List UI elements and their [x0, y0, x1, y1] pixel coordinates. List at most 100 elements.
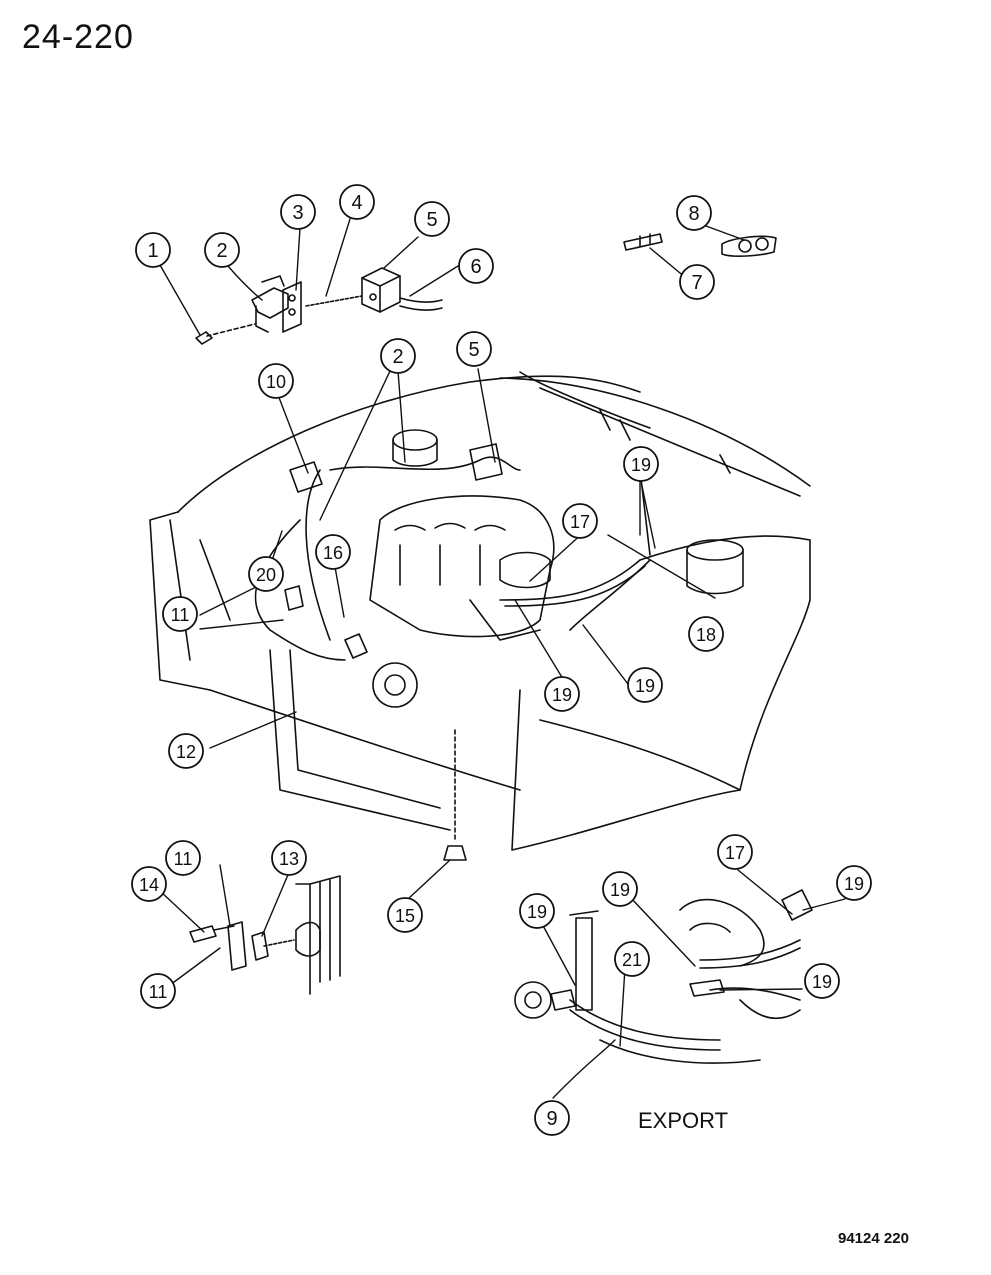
callout-19: 19 [544, 676, 580, 712]
callout-circle [614, 941, 650, 977]
callout-circle [688, 616, 724, 652]
callout-17: 17 [562, 503, 598, 539]
callout-2: 2 [380, 338, 416, 374]
callout-4: 4 [339, 184, 375, 220]
callout-circle [165, 840, 201, 876]
callout-circle [380, 338, 416, 374]
callout-number: 21 [622, 950, 642, 970]
exploded-bracket-group [195, 267, 443, 345]
callout-7: 7 [679, 264, 715, 300]
callout-19: 19 [836, 865, 872, 901]
callout-18: 18 [688, 616, 724, 652]
callout-circle [456, 331, 492, 367]
callout-11: 11 [165, 840, 201, 876]
callout-number: 13 [279, 849, 299, 869]
callout-number: 16 [323, 543, 343, 563]
callout-number: 18 [696, 625, 716, 645]
callout-circle [271, 840, 307, 876]
callout-circle [204, 232, 240, 268]
callout-21: 21 [614, 941, 650, 977]
callout-11: 11 [140, 973, 176, 1009]
callout-circle [562, 503, 598, 539]
page-number: 24-220 [22, 18, 134, 56]
callout-16: 16 [315, 534, 351, 570]
callout-9: 9 [534, 1100, 570, 1136]
engine-bay-illustration [149, 371, 811, 861]
callout-circle [623, 446, 659, 482]
callout-number: 19 [527, 902, 547, 922]
callout-circle [387, 897, 423, 933]
callout-circle [248, 556, 284, 592]
callout-17: 17 [717, 834, 753, 870]
callout-circle [627, 667, 663, 703]
callout-circle [414, 201, 450, 237]
callout-number: 2 [392, 346, 403, 368]
callout-2: 2 [204, 232, 240, 268]
callout-number: 11 [171, 605, 190, 625]
callout-1: 1 [135, 232, 171, 268]
callout-15: 15 [387, 897, 423, 933]
callout-circle [135, 232, 171, 268]
callout-13: 13 [271, 840, 307, 876]
callout-6: 6 [458, 248, 494, 284]
callout-number: 5 [468, 339, 479, 361]
callout-circle [131, 866, 167, 902]
callout-19: 19 [602, 871, 638, 907]
callout-circle [162, 596, 198, 632]
drawing-id: 94124 220 [838, 1230, 909, 1247]
callout-circle [458, 248, 494, 284]
callout-circle [140, 973, 176, 1009]
callout-number: 4 [351, 192, 362, 214]
callout-12: 12 [168, 733, 204, 769]
callout-circle [534, 1100, 570, 1136]
callout-circle [168, 733, 204, 769]
callout-number: 7 [691, 272, 702, 294]
callout-number: 14 [139, 875, 159, 895]
callout-number: 19 [631, 455, 651, 475]
callout-number: 17 [725, 843, 745, 863]
callout-circle [315, 534, 351, 570]
callout-number: 2 [216, 240, 227, 262]
callout-number: 19 [844, 874, 864, 894]
callout-number: 12 [176, 742, 196, 762]
callout-circle [836, 865, 872, 901]
callout-19: 19 [519, 893, 555, 929]
callout-14: 14 [131, 866, 167, 902]
callout-circle [676, 195, 712, 231]
callout-11: 11 [162, 596, 198, 632]
callout-5: 5 [456, 331, 492, 367]
callout-circle [717, 834, 753, 870]
callout-number: 17 [570, 512, 590, 532]
callout-number: 19 [610, 880, 630, 900]
callout-19: 19 [804, 963, 840, 999]
callout-circle [519, 893, 555, 929]
callout-circle [804, 963, 840, 999]
callout-circle [602, 871, 638, 907]
callout-number: 19 [635, 676, 655, 696]
callout-number: 11 [149, 982, 168, 1002]
callout-number: 19 [812, 972, 832, 992]
callout-circle [679, 264, 715, 300]
callout-10: 10 [258, 363, 294, 399]
callout-19: 19 [627, 667, 663, 703]
callout-number: 6 [470, 256, 481, 278]
callout-number: 3 [292, 202, 303, 224]
callout-number: 8 [688, 203, 699, 225]
callout-circle [258, 363, 294, 399]
callout-number: 5 [426, 209, 437, 231]
callout-5: 5 [414, 201, 450, 237]
callout-number: 10 [266, 372, 286, 392]
callout-20: 20 [248, 556, 284, 592]
callout-number: 19 [552, 685, 572, 705]
callout-3: 3 [280, 194, 316, 230]
export-detail [514, 889, 813, 1064]
callout-circle [339, 184, 375, 220]
callout-circle [280, 194, 316, 230]
callout-number: 15 [395, 906, 415, 926]
callout-number: 9 [546, 1108, 557, 1130]
callout-number: 1 [147, 240, 158, 262]
sensor-and-gasket [623, 233, 777, 257]
